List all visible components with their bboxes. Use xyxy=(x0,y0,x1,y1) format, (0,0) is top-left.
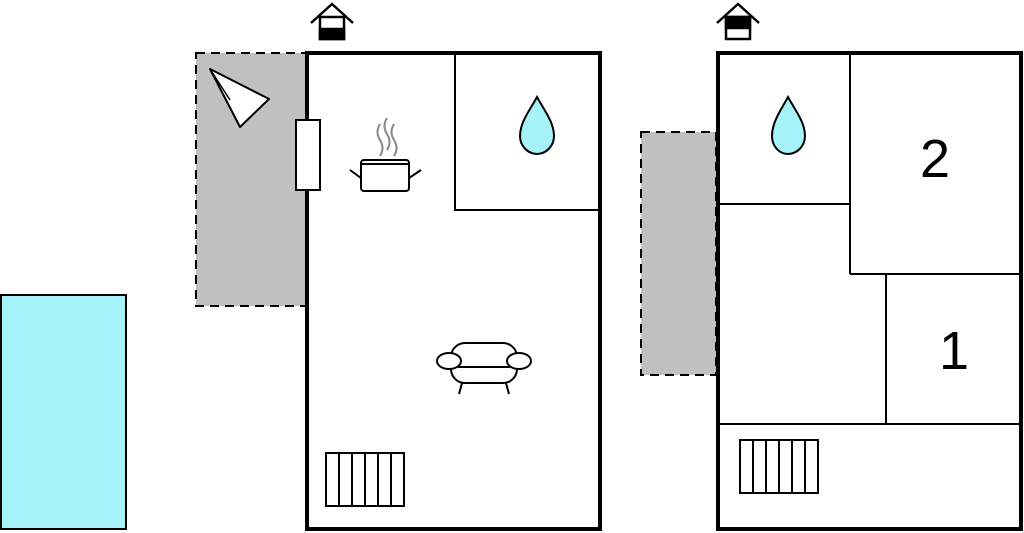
fireplace-icon xyxy=(295,119,321,191)
bedroom-1-label: 1 xyxy=(939,321,969,381)
house-level-ground-icon xyxy=(310,2,354,41)
satellite-dish-icon xyxy=(209,68,270,128)
upper-floor-walls xyxy=(720,55,1019,425)
sofa-icon xyxy=(436,342,532,395)
cooking-pot-icon xyxy=(349,117,422,192)
ground-floor-bathroom-wall xyxy=(454,55,598,211)
upper-floor-balcony xyxy=(640,131,717,376)
upper-floor-water-drop-icon xyxy=(770,94,807,156)
ground-floor-water-drop-icon xyxy=(518,94,556,156)
house-level-upper-icon xyxy=(716,2,760,41)
bedroom-2-label: 2 xyxy=(920,129,950,189)
upper-floor-radiator-icon xyxy=(739,439,819,494)
upper-floor: 2 1 xyxy=(640,2,1023,531)
swimming-pool xyxy=(0,294,127,530)
ground-floor-radiator-icon xyxy=(325,452,405,507)
ground-floor xyxy=(195,2,602,531)
